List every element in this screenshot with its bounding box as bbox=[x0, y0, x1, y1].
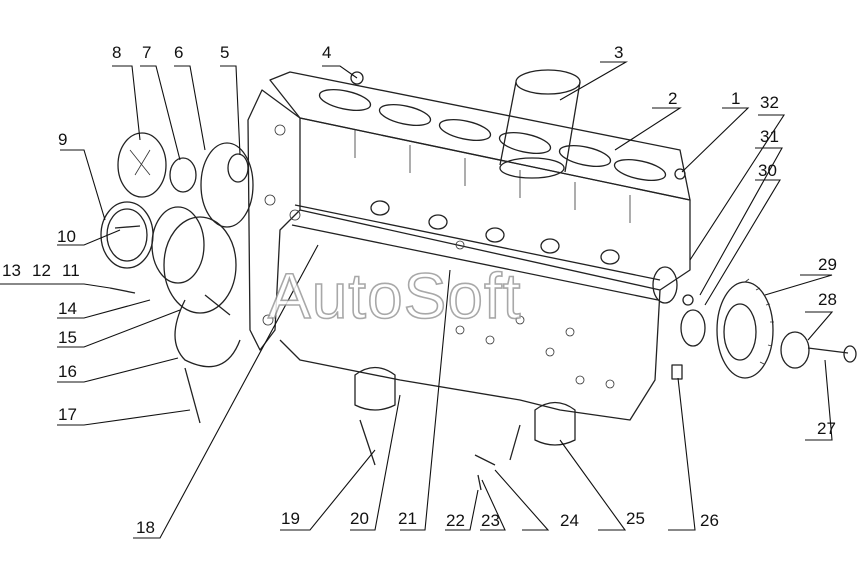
leader-lines bbox=[0, 61, 834, 539]
callout-3: 3 bbox=[614, 43, 623, 62]
callout-6: 6 bbox=[174, 43, 183, 62]
front-cover-assembly bbox=[100, 132, 254, 368]
callout-10: 10 bbox=[57, 227, 76, 246]
watermark-text: AutoSoft bbox=[268, 260, 522, 332]
callout-11: 11 bbox=[62, 261, 80, 280]
callout-14: 14 bbox=[58, 299, 77, 318]
callout-31: 31 bbox=[760, 127, 779, 146]
callout-28: 28 bbox=[818, 290, 837, 309]
callout-17: 17 bbox=[58, 405, 77, 424]
callout-7: 7 bbox=[142, 43, 151, 62]
cylinder-block bbox=[247, 71, 691, 446]
callout-15: 15 bbox=[58, 328, 77, 347]
cylinder-liner bbox=[499, 69, 581, 179]
callout-4: 4 bbox=[322, 43, 331, 62]
callout-25: 25 bbox=[626, 509, 645, 528]
callout-22: 22 bbox=[446, 511, 465, 530]
callout-20: 20 bbox=[350, 509, 369, 528]
callout-30: 30 bbox=[758, 161, 777, 180]
callout-24: 24 bbox=[560, 511, 579, 530]
callout-32: 32 bbox=[760, 93, 779, 112]
camshaft-gear-assembly bbox=[680, 278, 857, 379]
callout-8: 8 bbox=[112, 43, 121, 62]
callout-12: 12 bbox=[32, 261, 51, 280]
callout-9: 9 bbox=[58, 130, 67, 149]
callout-5: 5 bbox=[220, 43, 229, 62]
callout-13: 13 bbox=[2, 261, 21, 280]
callout-16: 16 bbox=[58, 362, 77, 381]
callout-2: 2 bbox=[668, 89, 677, 108]
callout-1: 1 bbox=[731, 89, 740, 108]
callout-27: 27 bbox=[817, 419, 836, 438]
callout-21: 21 bbox=[398, 509, 417, 528]
callout-23: 23 bbox=[481, 511, 500, 530]
callout-18: 18 bbox=[136, 518, 155, 537]
callout-19: 19 bbox=[281, 509, 300, 528]
callout-26: 26 bbox=[700, 511, 719, 530]
fasteners bbox=[109, 71, 694, 491]
callout-labels: 1 2 3 4 5 6 7 8 9 10 11 12 13 14 15 16 1… bbox=[2, 43, 837, 537]
callout-29: 29 bbox=[818, 255, 837, 274]
